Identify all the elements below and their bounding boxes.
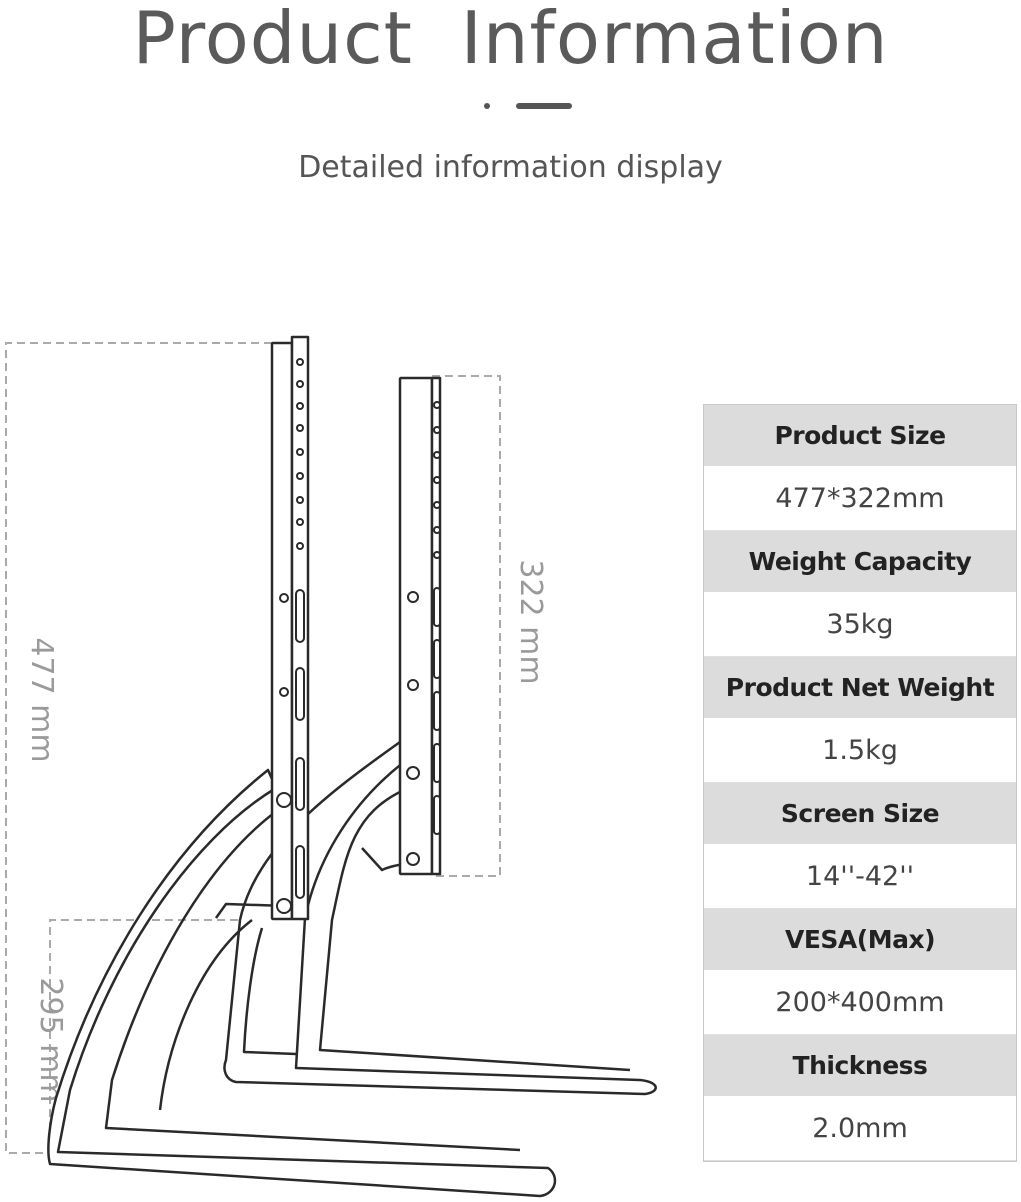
title-divider-dash [516,103,572,109]
rear-bracket-holes [406,401,441,866]
front-bracket-holes [276,358,305,914]
spec-value-vesa: 200*400mm [704,971,1016,1035]
spec-value-screen-size: 14''-42'' [704,845,1016,909]
dimension-labels: 477 mm 322 mm 295 mm [24,559,548,1102]
spec-label-thickness: Thickness [704,1035,1016,1097]
total-height-guide [5,342,272,1154]
tv-stand-diagram: 477 mm 322 mm 295 mm [5,335,657,1198]
page-title: Product Information [132,0,889,80]
front-stand-leg-inner [104,808,521,1152]
total-height-label: 477 mm [24,637,59,762]
spec-value-weight-capacity: 35kg [704,593,1016,657]
page-subtitle: Detailed information display [298,150,723,185]
front-stand-arch [214,902,287,919]
spec-label-weight-capacity: Weight Capacity [704,531,1016,593]
spec-table: Product Size 477*322mm Weight Capacity 3… [703,404,1017,1162]
title-divider-dot [484,103,490,109]
front-stand-leg [47,768,557,1198]
dimension-guides [5,342,501,1154]
bracket-height-guide [432,375,501,877]
spec-label-vesa: VESA(Max) [704,909,1016,971]
front-stand-foot-inner [158,919,253,1111]
bracket-height-label: 322 mm [513,559,548,684]
spec-label-product-size: Product Size [704,405,1016,467]
spec-label-screen-size: Screen Size [704,783,1016,845]
spec-value-product-size: 477*322mm [704,467,1016,531]
rear-bracket-arm [361,847,405,872]
rear-stand-leg-inner [318,788,631,1072]
rear-stand-foot-inner [242,927,297,1056]
spec-value-net-weight: 1.5kg [704,719,1016,783]
front-bracket-plate [270,341,294,921]
spec-value-thickness: 2.0mm [704,1097,1016,1161]
rear-bracket-plate [398,376,434,876]
spec-label-net-weight: Product Net Weight [704,657,1016,719]
base-height-guide [49,919,290,1153]
